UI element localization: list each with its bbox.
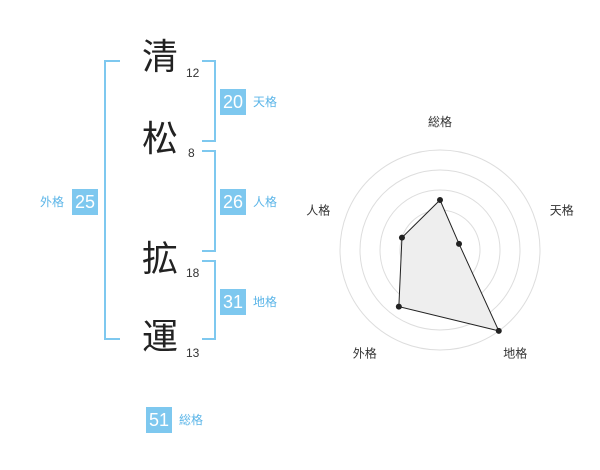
radar-axis-label-4: 外格 bbox=[353, 346, 377, 361]
chikaku-bracket bbox=[202, 260, 216, 340]
jinkaku-label: 人格 bbox=[253, 195, 278, 209]
jinkaku-value: 26 bbox=[220, 189, 246, 215]
name-char-2: 松 bbox=[142, 119, 179, 160]
radar-axis-label-2: 天格 bbox=[550, 202, 574, 217]
radar-point-3 bbox=[495, 327, 502, 334]
chikaku-value: 31 bbox=[220, 289, 246, 315]
gaikaku-label: 外格 bbox=[40, 195, 65, 209]
tenkaku-label: 天格 bbox=[253, 95, 278, 109]
stroke-count-4: 13 bbox=[186, 346, 200, 360]
radar-axis-label-3: 地格 bbox=[503, 346, 527, 361]
radar-ring bbox=[339, 149, 541, 351]
tenkaku-bracket bbox=[202, 60, 216, 142]
chikaku-label: 地格 bbox=[253, 295, 278, 309]
gaikaku-bracket bbox=[104, 60, 120, 340]
radar-point-4 bbox=[395, 303, 402, 310]
soukaku-label: 総格 bbox=[179, 413, 204, 427]
radar-point-5 bbox=[398, 234, 405, 241]
name-char-4: 運 bbox=[142, 317, 179, 358]
soukaku-value: 51 bbox=[146, 407, 172, 433]
name-char-3: 拡 bbox=[142, 239, 179, 280]
radar-polygon bbox=[398, 199, 500, 332]
radar-points bbox=[395, 197, 502, 334]
name-char-1: 清 bbox=[142, 37, 179, 78]
radar-axis-label-1: 総格 bbox=[428, 114, 452, 129]
stroke-count-3: 18 bbox=[186, 266, 200, 280]
radar-point-1 bbox=[437, 197, 443, 203]
gaikaku-value: 25 bbox=[72, 189, 98, 215]
stroke-count-2: 8 bbox=[188, 146, 195, 160]
stroke-count-1: 12 bbox=[186, 66, 200, 80]
radar-axis-label-5: 人格 bbox=[306, 202, 330, 217]
radar-ring bbox=[359, 169, 521, 331]
jinkaku-bracket bbox=[202, 150, 216, 252]
tenkaku-value: 20 bbox=[220, 89, 246, 115]
radar-point-2 bbox=[456, 240, 463, 247]
